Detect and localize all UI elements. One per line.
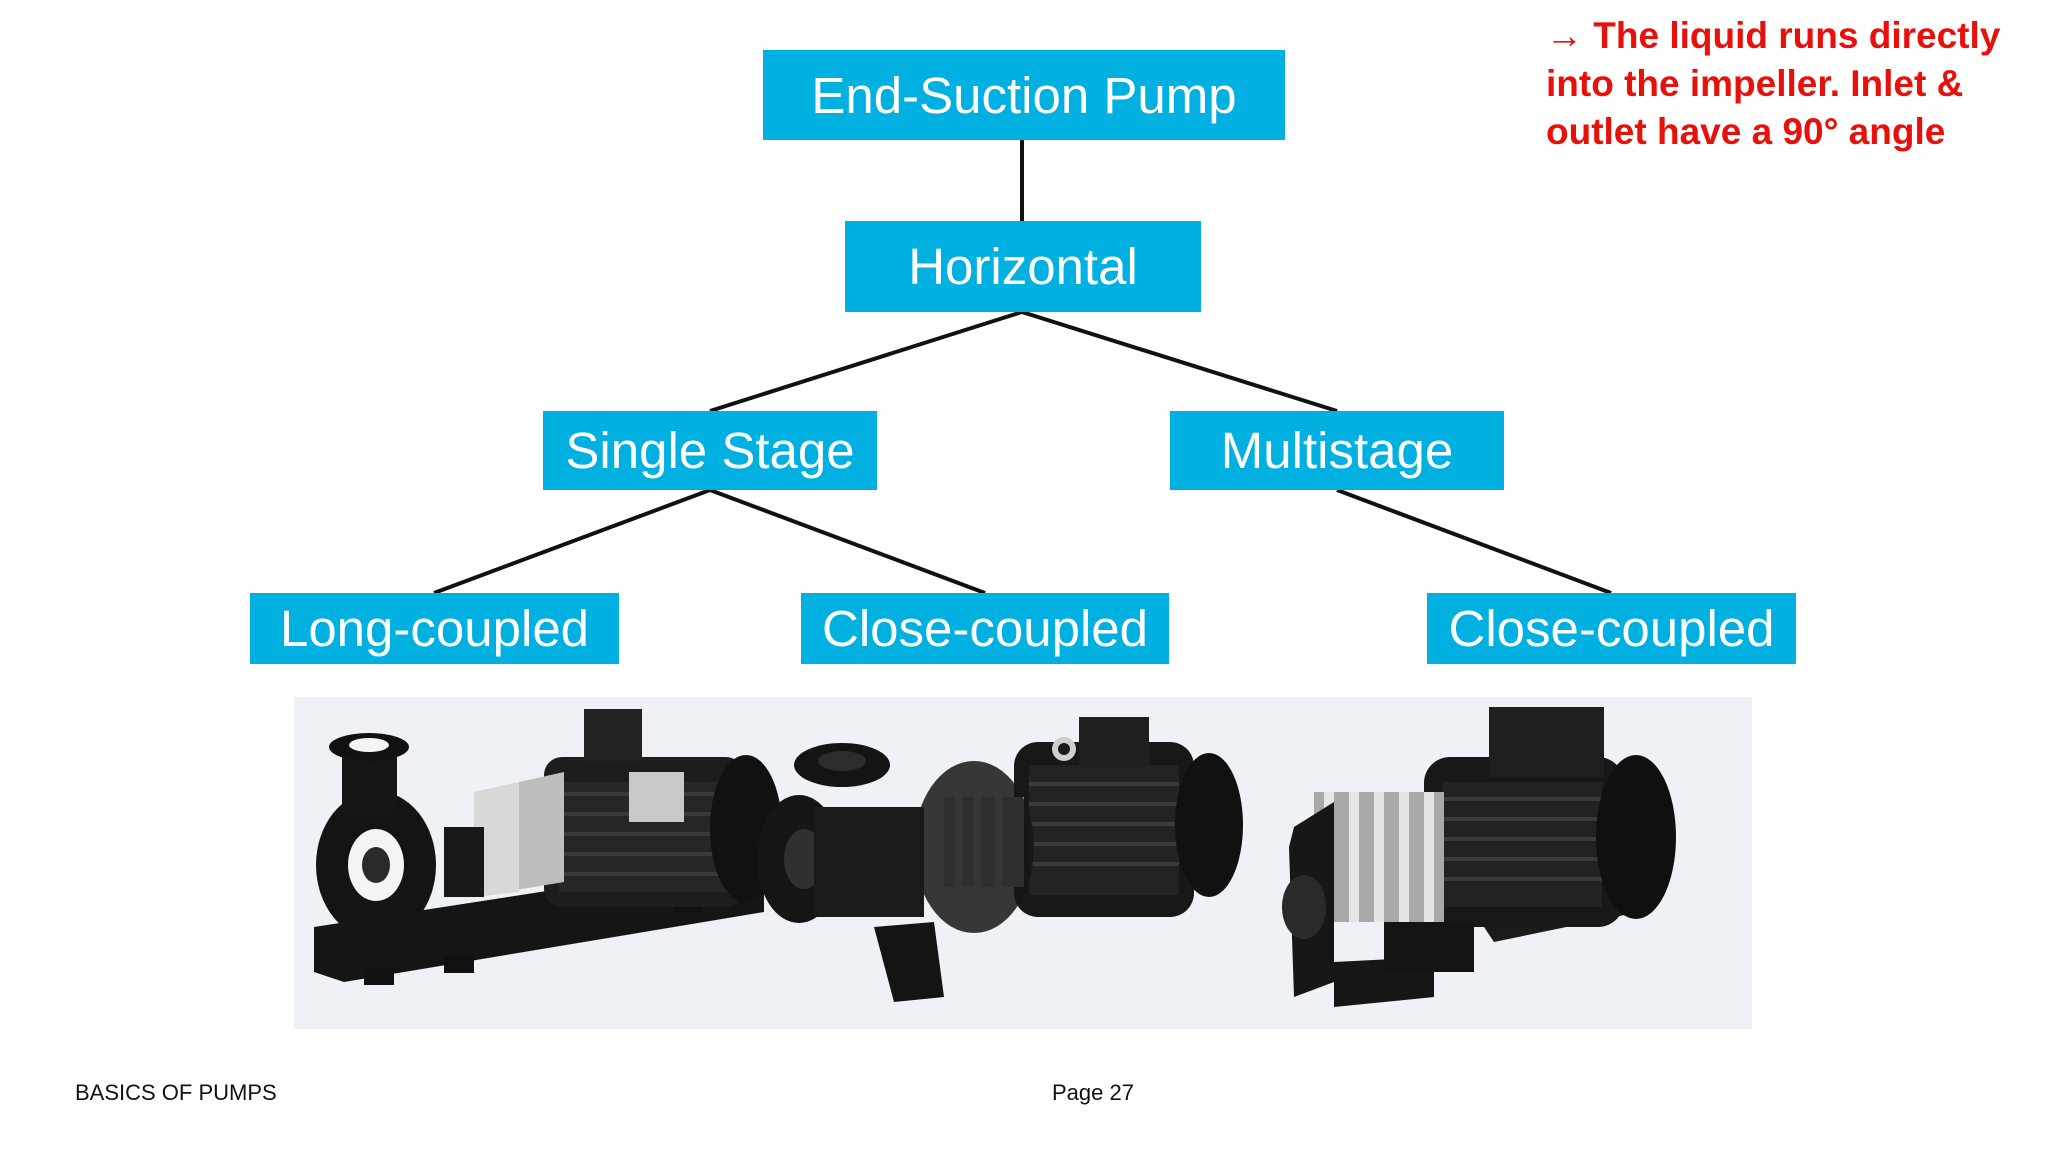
node-horizontal: Horizontal xyxy=(845,221,1201,312)
long-coupled-pump-photo-icon xyxy=(314,709,782,985)
close-coupled-pump-photo-icon xyxy=(757,717,1243,1002)
node-close-coupled-single-stage: Close-coupled xyxy=(801,593,1169,664)
annotation-line-1: → The liquid runs directly xyxy=(1546,15,2001,56)
connector-single-stage-long-coupled xyxy=(433,488,711,595)
annotation-line-3: outlet have a 90° angle xyxy=(1546,111,1946,152)
node-long-coupled: Long-coupled xyxy=(250,593,619,664)
page-number: Page 27 xyxy=(1052,1080,1134,1105)
connector-horizontal-multistage xyxy=(1021,310,1338,413)
annotation-line-2: into the impeller. Inlet & xyxy=(1546,63,1964,104)
pump-photo-strip xyxy=(294,697,1752,1029)
connector-multistage-close-coupled xyxy=(1336,488,1612,595)
node-single-stage: Single Stage xyxy=(543,411,877,490)
annotation-note: → The liquid runs directly into the impe… xyxy=(1546,12,2046,156)
node-close-coupled-multistage: Close-coupled xyxy=(1427,593,1796,664)
connector-horizontal-single-stage xyxy=(709,310,1023,413)
node-end-suction-pump: End-Suction Pump xyxy=(763,50,1285,140)
connector-single-stage-close-coupled xyxy=(709,488,986,595)
node-multistage: Multistage xyxy=(1170,411,1504,490)
multistage-close-coupled-pump-photo-icon xyxy=(1282,707,1676,1007)
footer-title: BASICS OF PUMPS xyxy=(75,1080,277,1105)
